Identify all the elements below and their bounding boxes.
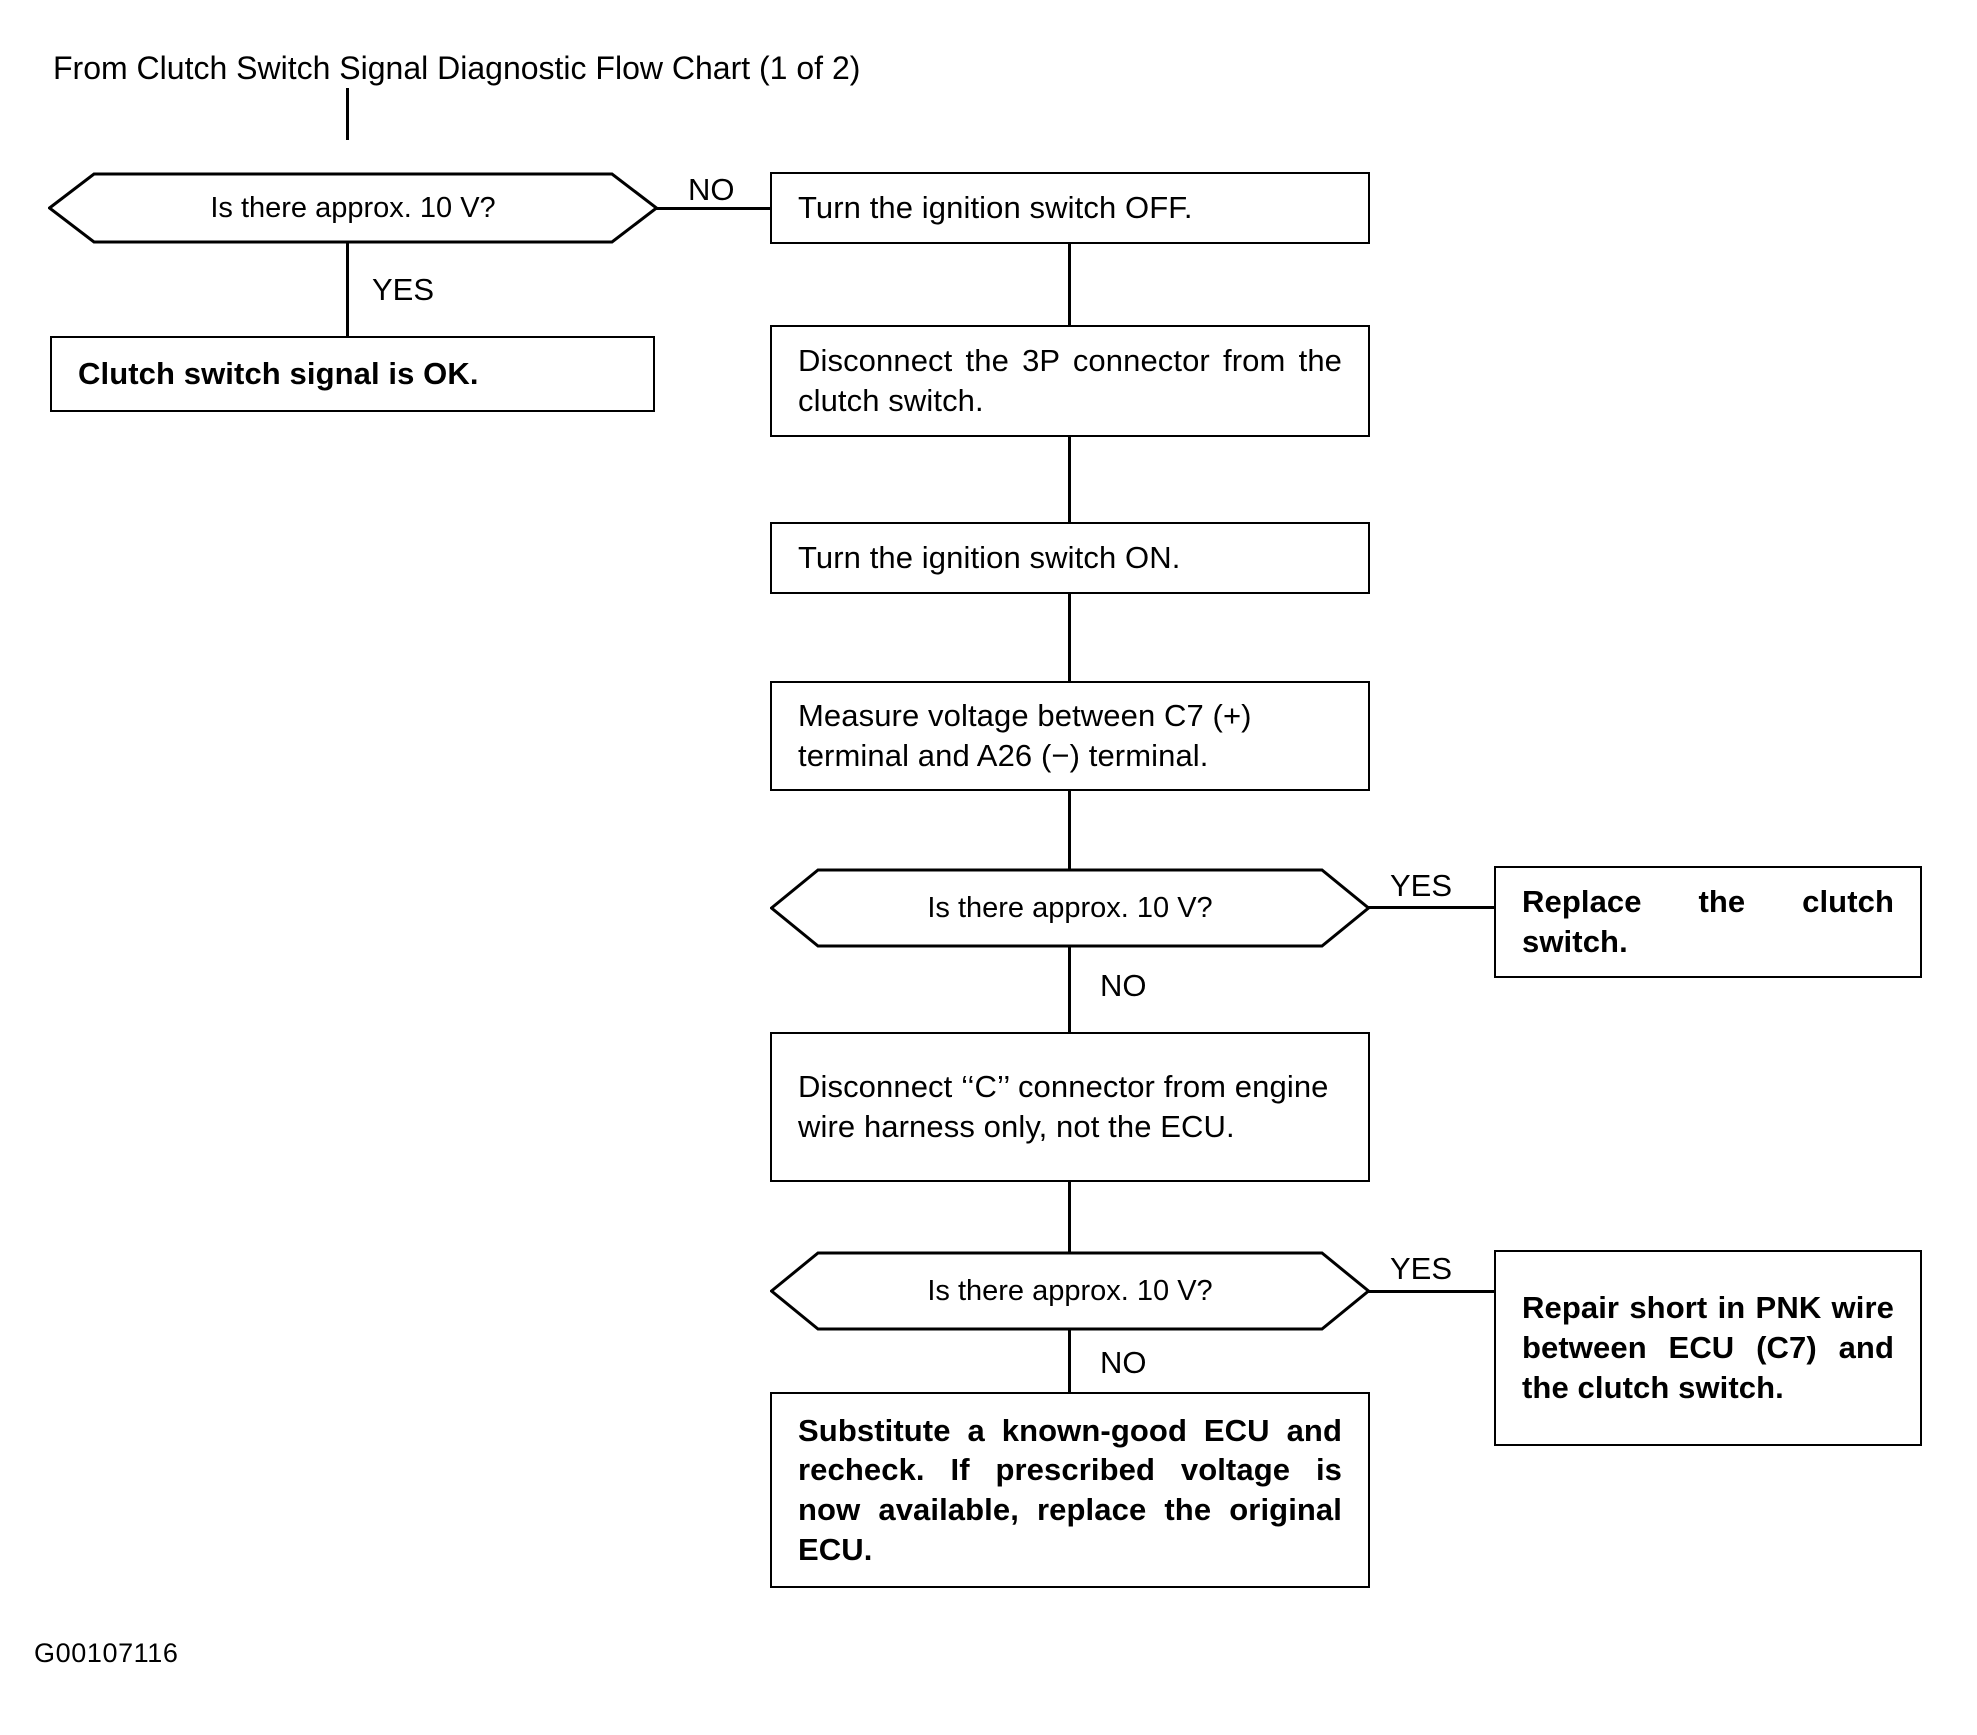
edge-disc3p-to-ignon bbox=[1068, 436, 1071, 524]
edge-ignoff-to-disc3p bbox=[1068, 243, 1071, 327]
node-label: Repair short in PNK wire between ECU (C7… bbox=[1522, 1290, 1894, 1405]
edge-label-decision3-no: NO bbox=[1100, 1345, 1147, 1380]
edge-decision3-no bbox=[1068, 1330, 1071, 1394]
edge-decision1-yes bbox=[346, 243, 349, 338]
node-replace-clutch-switch[interactable]: Replace the clutch switch. bbox=[1494, 866, 1922, 978]
edge-decision1-no bbox=[655, 207, 772, 210]
node-substitute-known-good-ecu[interactable]: Substitute a known-good ECU and recheck.… bbox=[770, 1392, 1370, 1588]
edge-label-decision1-no: NO bbox=[688, 172, 735, 207]
node-turn-ignition-off[interactable]: Turn the ignition switch OFF. bbox=[770, 172, 1370, 244]
node-label: Disconnect ‘‘C’’ connector from engine w… bbox=[798, 1069, 1329, 1144]
edge-label-decision3-yes: YES bbox=[1390, 1251, 1453, 1286]
figure-code-label: G00107116 bbox=[34, 1638, 179, 1668]
node-clutch-switch-ok[interactable]: Clutch switch signal is OK. bbox=[50, 336, 655, 412]
decision-label: Is there approx. 10 V? bbox=[927, 891, 1213, 924]
decision-is-there-10v-1[interactable]: Is there approx. 10 V? bbox=[48, 172, 658, 244]
edge-decision2-yes bbox=[1367, 906, 1497, 909]
edge-measure-to-decision2 bbox=[1068, 790, 1071, 870]
node-repair-short-pnk-wire[interactable]: Repair short in PNK wire between ECU (C7… bbox=[1494, 1250, 1922, 1446]
node-disconnect-3p-connector[interactable]: Disconnect the 3P connector from the clu… bbox=[770, 325, 1370, 437]
edge-decision2-no bbox=[1068, 947, 1071, 1034]
node-turn-ignition-on[interactable]: Turn the ignition switch ON. bbox=[770, 522, 1370, 594]
edge-label-decision2-yes: YES bbox=[1390, 868, 1453, 903]
node-label: Turn the ignition switch OFF. bbox=[798, 190, 1193, 226]
node-label: Measure voltage between C7 (+) terminal … bbox=[798, 698, 1252, 773]
node-label: Turn the ignition switch ON. bbox=[798, 540, 1181, 576]
edge-discc-to-decision3 bbox=[1068, 1181, 1071, 1266]
node-label: Substitute a known-good ECU and recheck.… bbox=[798, 1412, 1342, 1567]
edge-label-decision2-no: NO bbox=[1100, 968, 1147, 1003]
decision-is-there-10v-3[interactable]: Is there approx. 10 V? bbox=[770, 1251, 1370, 1331]
node-measure-voltage[interactable]: Measure voltage between C7 (+) terminal … bbox=[770, 681, 1370, 791]
decision-label: Is there approx. 10 V? bbox=[210, 191, 496, 224]
source-reference-note: From Clutch Switch Signal Diagnostic Flo… bbox=[53, 50, 861, 86]
node-disconnect-c-connector[interactable]: Disconnect ‘‘C’’ connector from engine w… bbox=[770, 1032, 1370, 1182]
decision-is-there-10v-2[interactable]: Is there approx. 10 V? bbox=[770, 868, 1370, 948]
node-label: Disconnect the 3P connector from the clu… bbox=[798, 343, 1342, 418]
edge-ignon-to-measure bbox=[1068, 593, 1071, 683]
node-label: Replace the clutch switch. bbox=[1522, 884, 1894, 959]
decision-label: Is there approx. 10 V? bbox=[927, 1274, 1213, 1307]
edge-label-decision1-yes: YES bbox=[372, 272, 435, 307]
node-label: Clutch switch signal is OK. bbox=[78, 356, 479, 392]
edge-decision3-yes bbox=[1367, 1290, 1497, 1293]
edge-header-to-decision1 bbox=[346, 88, 349, 140]
